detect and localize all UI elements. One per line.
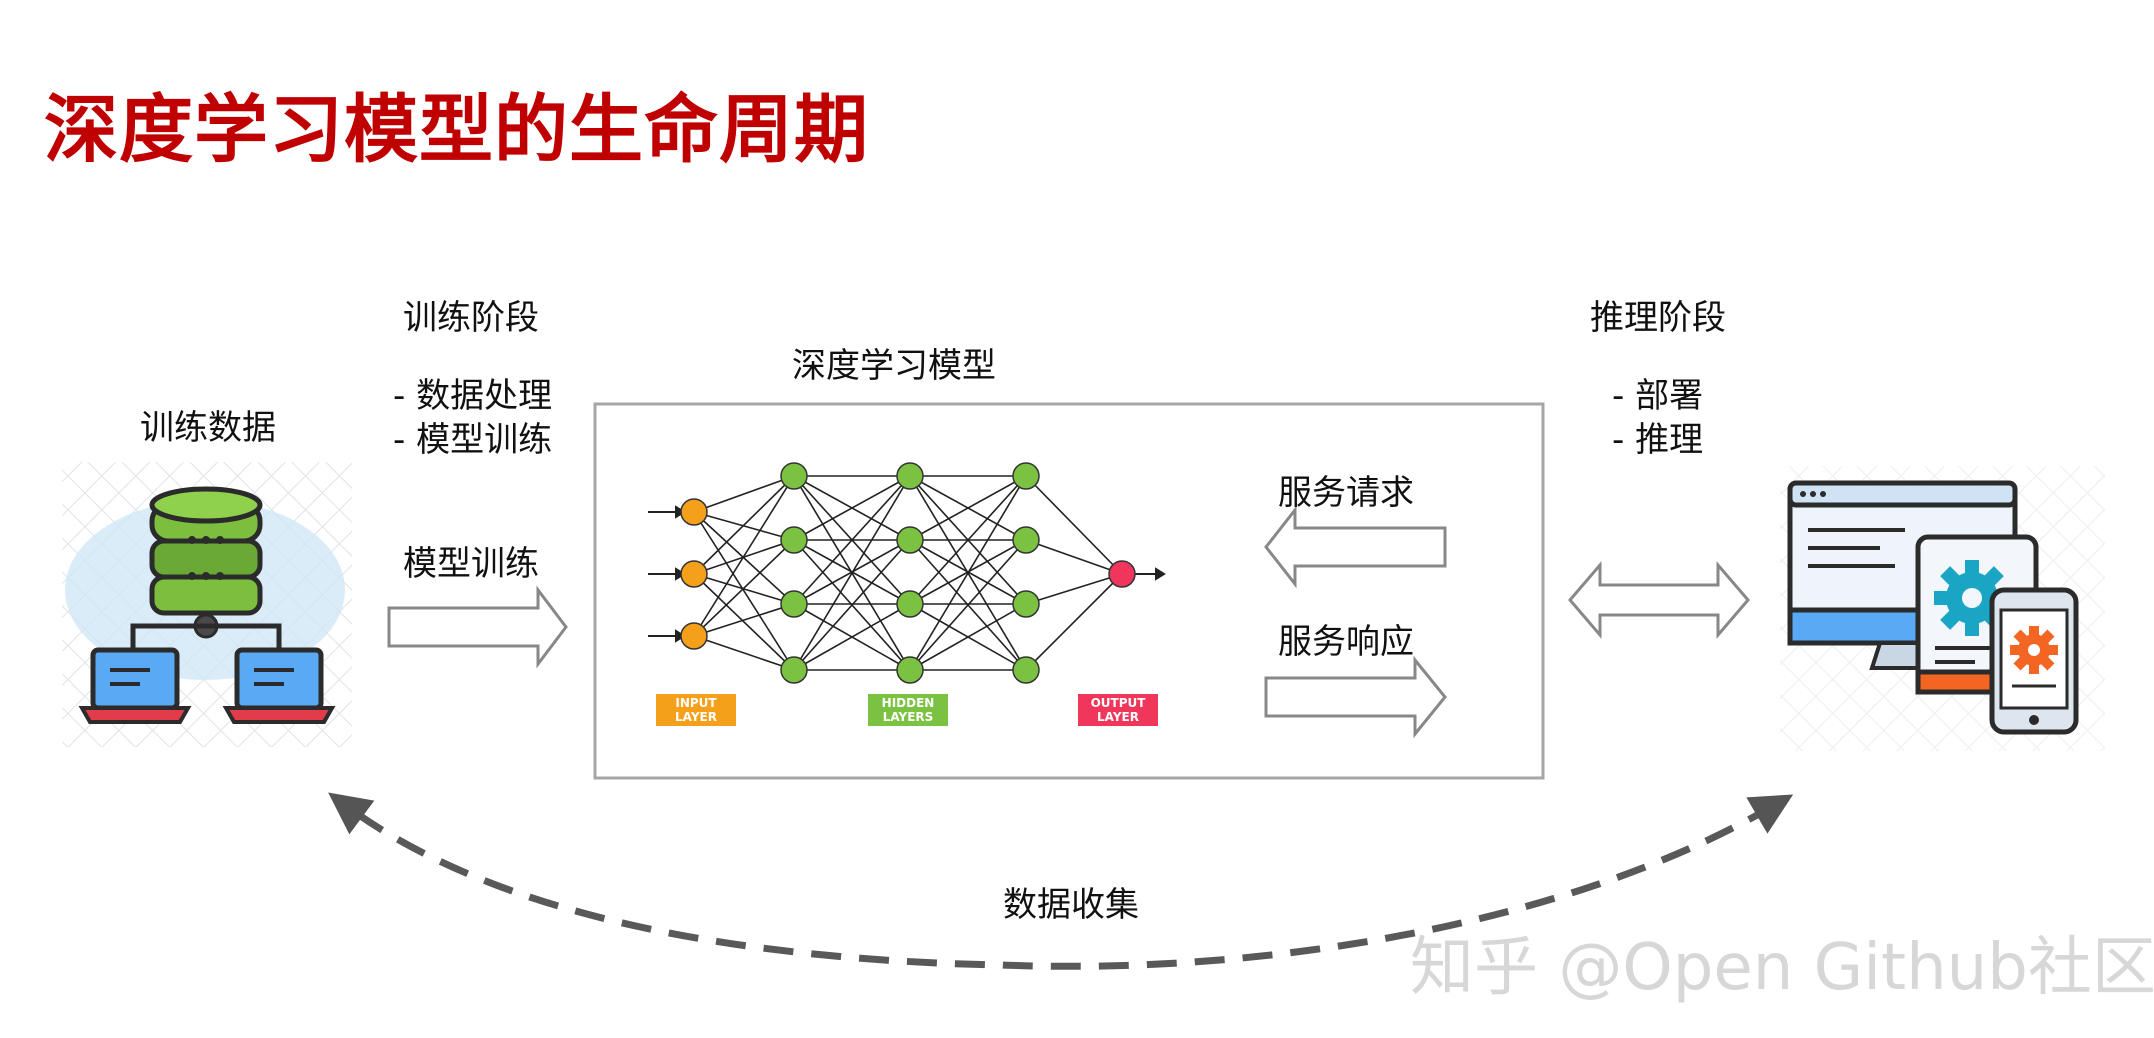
gear-orange-icon [2010, 626, 2058, 674]
data-collection-arrow [328, 792, 1794, 970]
input-arrow-head [675, 629, 686, 643]
network-edge [793, 475, 911, 605]
deployment-devices-illustration [1780, 466, 2105, 751]
training-phase-heading: 训练阶段 [403, 298, 539, 338]
network-edge [693, 635, 795, 671]
network-edge [693, 475, 795, 575]
network-edge [793, 603, 911, 671]
network-edge [1025, 573, 1123, 605]
hidden-node [896, 590, 924, 618]
network-edge [693, 603, 795, 637]
hidden-node [896, 656, 924, 684]
network-edge [793, 475, 911, 541]
service-request-label: 服务请求 [1278, 473, 1414, 513]
network-edge [909, 603, 1027, 671]
service-request-arrow [1264, 505, 1447, 589]
hidden-node [780, 656, 808, 684]
watermark-text: 知乎 @Open Github社区 [1410, 931, 2154, 1005]
inference-phase-item-2: - 推理 [1612, 420, 1704, 460]
network-edge [693, 475, 795, 637]
output-layer-tag [1078, 694, 1158, 726]
page-title: 深度学习模型的生命周期 [44, 87, 869, 173]
inference-phase-heading: 推理阶段 [1590, 298, 1726, 338]
training-data-illustration [62, 462, 352, 747]
hidden-node [1012, 590, 1040, 618]
input-arrow-head [675, 567, 686, 581]
hidden-node [1012, 526, 1040, 554]
hidden-layers-tag [868, 694, 948, 726]
network-edge [909, 475, 1027, 671]
hidden-node [780, 462, 808, 490]
network-edge [693, 511, 795, 605]
database-server-icon [130, 486, 282, 650]
phone-icon [1989, 587, 2079, 735]
hidden-node [896, 526, 924, 554]
input-node [680, 560, 708, 588]
laptop-left-icon [78, 647, 192, 724]
data-collection-label: 数据收集 [1003, 885, 1139, 925]
hidden-node [1012, 462, 1040, 490]
network-edge [793, 475, 911, 671]
network-edge [693, 511, 795, 671]
input-node [680, 622, 708, 650]
model-box-label: 深度学习模型 [792, 346, 996, 386]
input-layer-tag [656, 694, 736, 726]
input-node [680, 498, 708, 526]
hidden-node [1012, 656, 1040, 684]
hidden-node [780, 590, 808, 618]
network-edge [909, 475, 1027, 605]
training-phase-item-1: - 数据处理 [393, 376, 553, 416]
model-training-arrow [387, 585, 568, 669]
network-edge [1025, 539, 1123, 575]
laptop-right-icon [222, 647, 336, 724]
training-data-label: 训练数据 [140, 408, 276, 448]
model-training-label: 模型训练 [403, 544, 539, 584]
output-arrow-head [1155, 567, 1166, 581]
network-edge [1025, 475, 1123, 575]
service-response-arrow [1264, 655, 1447, 739]
network-edge [693, 539, 795, 637]
network-edge [693, 475, 795, 513]
network-edge [693, 573, 795, 671]
network-edge [793, 539, 911, 671]
output-node [1108, 560, 1136, 588]
network-edge [909, 539, 1027, 671]
input-arrow-head [675, 505, 686, 519]
network-edge [909, 475, 1027, 541]
neural-network [648, 462, 1166, 684]
hidden-node [780, 526, 808, 554]
hidden-node [896, 462, 924, 490]
network-edge [1025, 573, 1123, 671]
bidirectional-arrow [1568, 560, 1750, 640]
service-response-label: 服务响应 [1278, 622, 1414, 662]
training-phase-item-2: - 模型训练 [393, 420, 553, 460]
inference-phase-item-1: - 部署 [1612, 376, 1704, 416]
